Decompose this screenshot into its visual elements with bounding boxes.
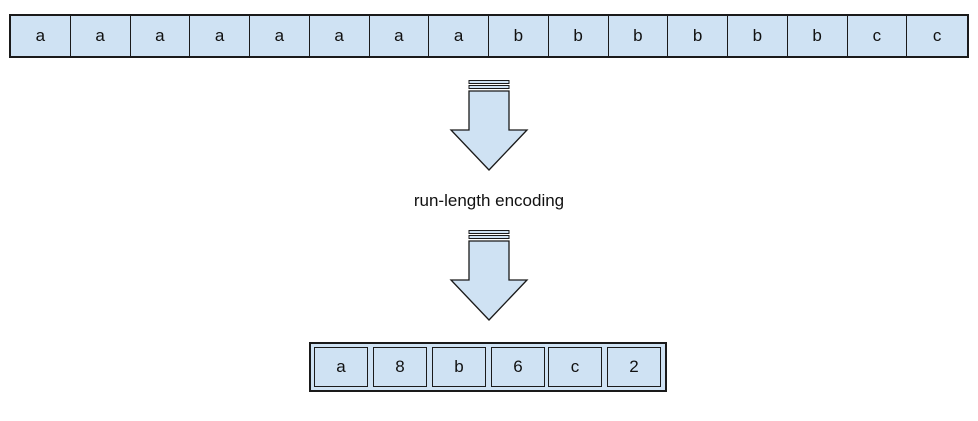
output-cell: 6 [491,347,545,387]
process-label: run-length encoding [413,191,565,210]
output-cell: b [432,347,486,387]
output-cell: a [314,347,368,387]
output-cell: 8 [373,347,427,387]
output-cell: c [548,347,602,387]
input-cell: b [668,16,728,56]
input-cell: b [548,16,609,56]
input-cell: c [907,16,967,56]
input-cell: a [309,16,370,56]
input-cell: b [489,16,549,56]
down-arrow-icon [449,230,529,321]
input-cell: a [190,16,250,56]
input-cell: a [11,16,71,56]
input-cell: b [787,16,848,56]
down-arrow-icon [449,80,529,171]
input-cell: a [70,16,131,56]
output-cell: 2 [607,347,661,387]
input-cell: a [250,16,310,56]
input-cell: a [130,16,191,56]
input-cell: b [608,16,669,56]
input-cell: a [429,16,489,56]
input-cell: a [369,16,430,56]
input-cell: b [728,16,788,56]
input-cell: c [847,16,908,56]
